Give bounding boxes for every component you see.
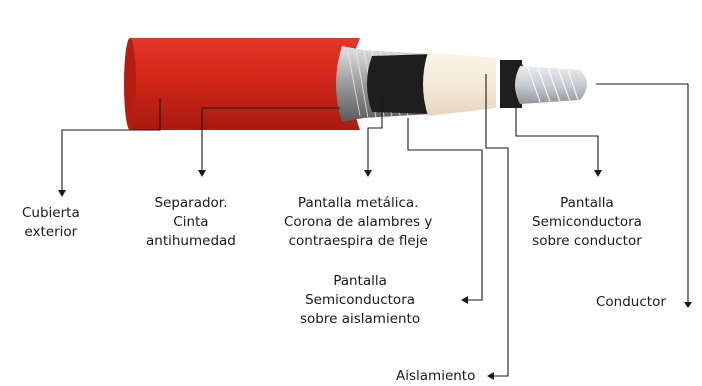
arrow-pantalla-conductor	[594, 170, 602, 177]
label-psc-line1: Pantalla	[560, 195, 614, 211]
label-pantalla-metalica-line3: contraespira de fleje	[288, 233, 428, 249]
label-cubierta-line1: Cubierta	[22, 205, 80, 221]
arrow-pantalla-metalica	[364, 170, 372, 177]
leader-pantalla-aislamiento	[407, 118, 483, 301]
label-conductor-text: Conductor	[596, 294, 666, 310]
leader-separador	[201, 107, 340, 170]
label-cubierta-line2: exterior	[24, 224, 78, 240]
arrow-conductor	[684, 302, 692, 308]
leader-arrows	[58, 170, 692, 380]
outer-sheath	[130, 38, 360, 130]
label-separador-line3: antihumedad	[146, 233, 236, 249]
label-psa-line2: Semiconductora	[305, 292, 416, 308]
arrow-aislamiento	[487, 372, 494, 380]
leader-cubierta	[61, 98, 161, 190]
label-separador-line1: Separador.	[154, 195, 228, 211]
label-separador-line2: Cinta	[173, 214, 209, 230]
leader-conductor	[596, 83, 689, 302]
conductor-semiconductor-body	[500, 60, 522, 108]
insulation-semiconductor	[367, 54, 432, 114]
label-aislamiento-text: Aislamiento	[396, 368, 476, 384]
label-pantalla-metalica-line2: Corona de alambres y	[284, 214, 433, 230]
label-conductor: Conductor	[596, 293, 666, 312]
leader-aislamiento	[485, 74, 509, 377]
arrow-separador	[198, 170, 206, 177]
label-separador: Separador. Cinta antihumedad	[146, 194, 236, 251]
label-psa-line1: Pantalla	[333, 273, 387, 289]
label-cubierta-exterior: Cubierta exterior	[22, 204, 80, 242]
label-psc-line2: Semiconductora	[532, 214, 642, 230]
conductor	[515, 66, 587, 104]
insulation	[423, 52, 496, 116]
conductor-strands	[527, 67, 579, 103]
leader-pantalla-conductor	[515, 98, 599, 170]
label-psa-line3: sobre aislamiento	[300, 311, 421, 327]
label-psc-line3: sobre conductor	[532, 233, 642, 249]
outer-sheath-edge	[124, 38, 136, 130]
label-pantalla-metalica-line1: Pantalla metálica.	[297, 195, 419, 211]
label-pantalla-metalica: Pantalla metálica. Corona de alambres y …	[284, 194, 432, 251]
leader-pantalla-metalica	[367, 96, 383, 170]
label-pantalla-semi-conductor: Pantalla Semiconductora sobre conductor	[532, 194, 642, 251]
label-aislamiento: Aislamiento	[396, 367, 475, 386]
arrow-cubierta	[58, 190, 66, 197]
arrow-pantalla-aislamiento	[461, 296, 468, 304]
leader-lines	[61, 74, 689, 377]
label-pantalla-semi-aislamiento: Pantalla Semiconductora sobre aislamient…	[300, 272, 420, 329]
